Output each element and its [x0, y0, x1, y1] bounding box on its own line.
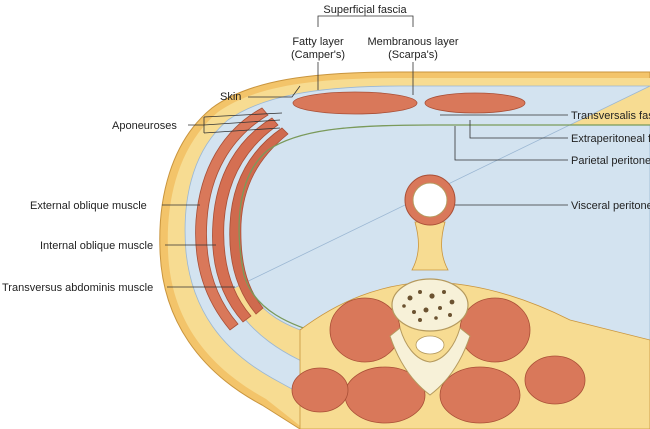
vertebral-arch: [389, 327, 471, 396]
transversus-abdominis-muscle: [229, 127, 289, 315]
intestine-lumen: [412, 182, 448, 218]
label-parietal-peritoneum: Parietal peritoneum: [571, 155, 650, 167]
label-fatty-layer: Fatty layer: [292, 36, 344, 48]
back-muscle-right: [439, 366, 521, 424]
label-external-oblique: External oblique muscle: [30, 200, 147, 212]
leader-lines: [162, 10, 568, 288]
quadratus-muscle-right: [524, 355, 586, 405]
parietal-peritoneum-line: [238, 124, 650, 337]
vertebral-body: [391, 278, 469, 332]
mesentery: [411, 221, 449, 271]
label-membranous-layer: Membranous layer: [367, 36, 458, 48]
rectus-muscle-right: [424, 92, 526, 114]
label-superficial-fascia: Superficial fascia: [323, 4, 407, 16]
label-extraperitoneal-fascia: Extraperitoneal fascia: [571, 133, 650, 145]
label-internal-oblique: Internal oblique muscle: [40, 240, 153, 252]
psoas-muscle-left: [329, 297, 401, 363]
label-membranous-layer-sub: (Scarpa's): [388, 49, 438, 61]
label-transversalis-fascia: Transversalis fascia: [571, 110, 650, 122]
label-aponeuroses: Aponeuroses: [112, 120, 177, 132]
rectus-muscle-left: [292, 91, 418, 115]
spinal-canal: [415, 335, 445, 355]
label-fatty-layer-sub: (Camper's): [291, 49, 345, 61]
bone-texture: [402, 290, 455, 322]
external-oblique-muscle: [195, 107, 269, 331]
label-visceral-peritoneum: Visceral peritoneum: [571, 200, 650, 212]
quadratus-muscle-left: [291, 367, 349, 413]
internal-oblique-muscle: [212, 117, 279, 323]
label-transversus-abdominis: Transversus abdominis muscle: [2, 282, 153, 294]
psoas-muscle-right: [459, 297, 531, 363]
label-skin: Skin: [220, 91, 241, 103]
